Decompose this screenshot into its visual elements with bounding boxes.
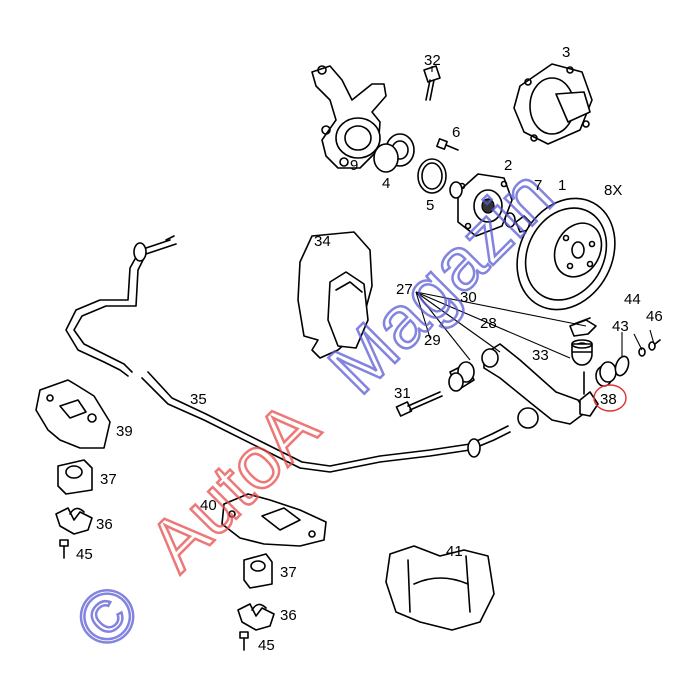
- label-part-7: 7: [534, 177, 542, 194]
- part-bushing-37-right: [595, 361, 617, 387]
- label-part-39: 39: [116, 423, 133, 440]
- label-part-29: 29: [424, 332, 441, 349]
- part-wheel-bearing: [373, 133, 415, 173]
- label-part-4: 4: [382, 175, 390, 192]
- label-part-3: 3: [562, 44, 570, 61]
- part-bracket-39: [35, 379, 111, 449]
- part-clamp-36-left: [55, 507, 93, 535]
- part-circlip: [417, 158, 447, 194]
- part-brake-disc: [516, 197, 616, 311]
- label-part-45-center: 45: [258, 637, 275, 654]
- label-part-33: 33: [532, 347, 549, 364]
- label-part-46: 46: [646, 308, 663, 325]
- part-rubber-bushing-37-center: [243, 553, 273, 589]
- label-part-37-center: 37: [280, 564, 297, 581]
- part-bolt-31: [395, 391, 443, 417]
- label-part-27: 27: [396, 281, 413, 298]
- label-part-9: 9: [350, 157, 358, 174]
- part-hub: [449, 173, 513, 237]
- part-bolt-45-center: [239, 631, 249, 651]
- label-part-6: 6: [452, 124, 460, 141]
- part-bushing-29: [448, 361, 475, 392]
- label-part-31: 31: [394, 385, 411, 402]
- label-part-30: 30: [460, 289, 477, 306]
- watermark-copyright: ©: [58, 568, 155, 665]
- part-bolt-45-left: [59, 539, 69, 559]
- part-hub-flange: [513, 63, 593, 145]
- part-stabilizer-bar: [65, 235, 511, 473]
- label-part-32: 32: [424, 52, 441, 69]
- part-bolt-6: [436, 138, 459, 151]
- part-clip-30: [569, 317, 597, 337]
- label-part-8x: 8X: [604, 182, 622, 199]
- part-rubber-bushing-37-left: [57, 459, 93, 495]
- part-washer-43: [614, 355, 630, 377]
- label-part-36-center: 36: [280, 607, 297, 624]
- label-part-35: 35: [190, 391, 207, 408]
- leader-lines: [415, 66, 655, 361]
- part-clamp-36-center: [237, 603, 275, 631]
- part-bushing-33: [571, 339, 593, 366]
- label-part-37-left: 37: [100, 471, 117, 488]
- label-part-43: 43: [612, 318, 629, 335]
- highlight-circle-38: [593, 384, 627, 412]
- label-part-38: 38: [600, 391, 617, 408]
- part-pin-46: [648, 339, 661, 351]
- part-control-arm: [481, 343, 599, 429]
- label-part-36-left: 36: [96, 516, 113, 533]
- part-bracket-40: [221, 493, 327, 547]
- label-part-34: 34: [314, 233, 331, 250]
- label-part-2: 2: [504, 157, 512, 174]
- label-part-45-left: 45: [76, 546, 93, 563]
- part-nut-44: [638, 347, 646, 357]
- part-rubber-bushing-41: [385, 545, 495, 631]
- label-part-44: 44: [624, 291, 641, 308]
- part-labels: 1 2 3 4 5 6 7 8X 9 27 28 29 30 31 32 33 …: [76, 44, 663, 654]
- part-splash-shield: [297, 231, 373, 359]
- label-part-40: 40: [200, 497, 217, 514]
- label-part-28: 28: [480, 315, 497, 332]
- part-washer-7: [504, 212, 516, 228]
- part-steering-knuckle: [311, 65, 387, 169]
- label-part-1: 1: [558, 177, 566, 194]
- label-part-5: 5: [426, 197, 434, 214]
- watermark-brand-red: AutoA: [133, 385, 335, 587]
- label-part-41: 41: [446, 543, 463, 560]
